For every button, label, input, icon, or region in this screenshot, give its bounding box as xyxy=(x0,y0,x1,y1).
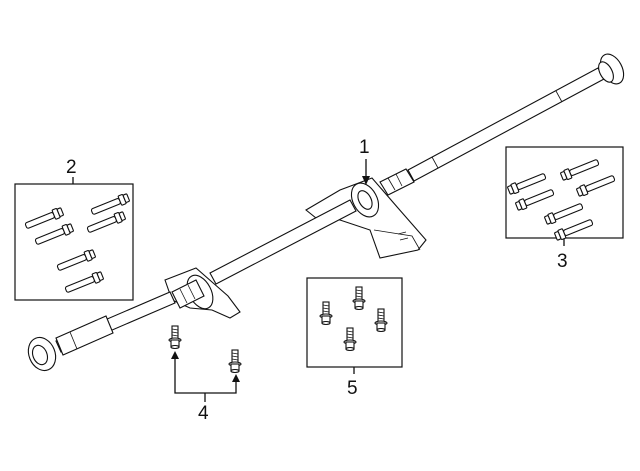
flange-bolt-icon xyxy=(168,325,182,350)
callout-4: 4 xyxy=(198,403,209,424)
bolt-icon xyxy=(89,192,131,218)
part-3-box xyxy=(505,146,624,239)
callout-4-arrow-right xyxy=(232,374,240,382)
bolt-icon xyxy=(33,222,75,248)
bolt-icon xyxy=(506,170,548,196)
part-2-box xyxy=(14,183,134,301)
bolt-icon xyxy=(543,200,585,226)
part-5-bolt-set xyxy=(306,277,403,374)
flange-bolt-icon xyxy=(343,327,357,352)
flange-bolt-icon xyxy=(319,301,333,326)
bolt-icon xyxy=(63,270,105,296)
callout-5: 5 xyxy=(347,378,358,399)
callout-1-arrow xyxy=(362,176,370,185)
callout-4-leader xyxy=(174,353,237,394)
driveshaft-assembly xyxy=(27,53,625,372)
bolt-icon xyxy=(85,210,127,236)
bolt-icon xyxy=(575,172,617,198)
part-5-box xyxy=(306,277,403,368)
part-4-bolts xyxy=(168,325,242,402)
flange-bolt-icon xyxy=(228,349,242,374)
flange-bolt-icon xyxy=(352,286,366,311)
callout-3: 3 xyxy=(557,251,568,272)
part-2-bolt-set xyxy=(14,177,134,301)
callout-1: 1 xyxy=(359,137,370,158)
flange-bolt-icon xyxy=(374,308,388,333)
callout-4-arrow-left xyxy=(171,351,179,359)
bolt-icon xyxy=(514,186,556,212)
part-3-bolt-set xyxy=(505,146,624,246)
bolt-icon xyxy=(559,156,601,182)
bolt-icon xyxy=(23,206,65,232)
callout-2: 2 xyxy=(66,157,77,178)
bolt-icon xyxy=(55,248,97,274)
